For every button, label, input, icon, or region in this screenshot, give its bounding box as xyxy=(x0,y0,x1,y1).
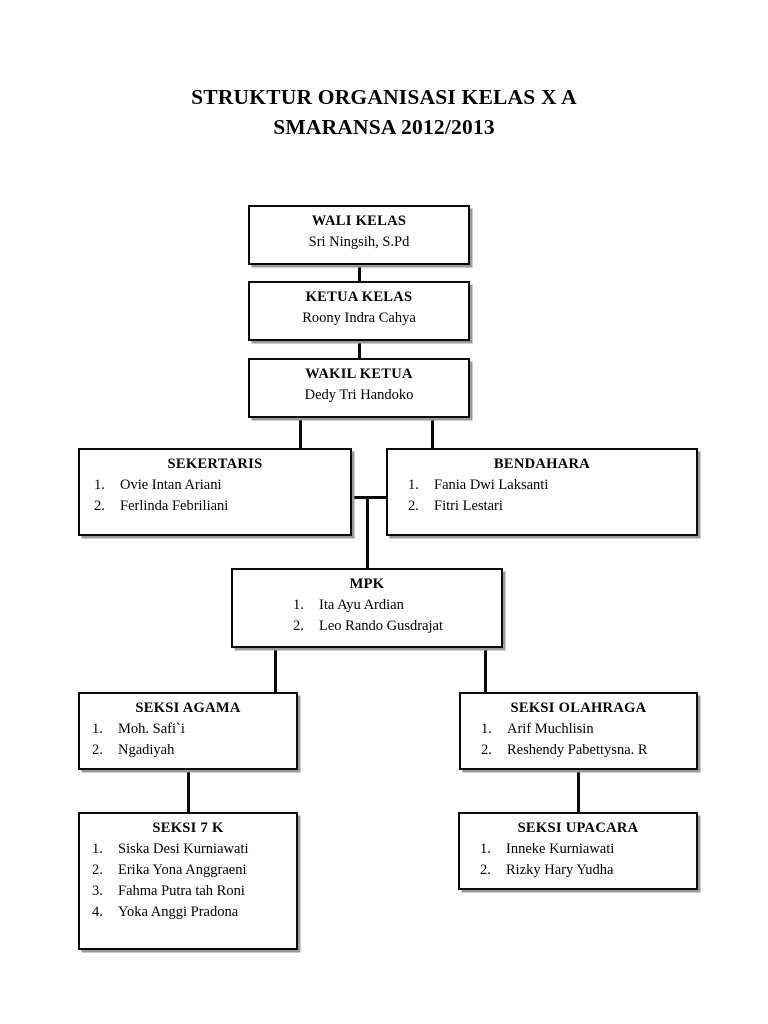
list-item-number: 2. xyxy=(481,742,492,758)
node-bendahara[interactable]: BENDAHARA 1. Fania Dwi Laksanti 2. Fitri… xyxy=(386,448,698,536)
connector-wakil-to-sekertaris xyxy=(299,414,302,448)
list-item-label: Ferlinda Febriliani xyxy=(120,498,229,514)
node-bendahara-member-list: 1. Fania Dwi Laksanti 2. Fitri Lestari xyxy=(388,475,696,517)
list-item-label: Ngadiyah xyxy=(118,742,175,758)
node-seksi-upacara[interactable]: SEKSI UPACARA 1. Inneke Kurniawati 2. Ri… xyxy=(458,812,698,890)
list-item-label: Reshendy Pabettysna. R xyxy=(507,742,648,758)
list-item-label: Arif Muchlisin xyxy=(507,721,594,737)
list-item-number: 3. xyxy=(92,883,103,899)
node-wali-kelas[interactable]: WALI KELAS Sri Ningsih, S.Pd xyxy=(248,205,470,265)
node-seksi-olahraga-title: SEKSI OLAHRAGA xyxy=(510,700,647,716)
connector-bridge-to-mpk xyxy=(366,496,369,568)
list-item-label: Ita Ayu Ardian xyxy=(319,597,404,613)
list-item: 2. Ngadiyah xyxy=(92,740,296,761)
node-wali-kelas-subtitle: Sri Ningsih, S.Pd xyxy=(308,234,410,250)
node-wali-kelas-title: WALI KELAS xyxy=(311,213,407,229)
page-title: STRUKTUR ORGANISASI KELAS X A SMARANSA 2… xyxy=(0,82,768,142)
node-ketua-kelas[interactable]: KETUA KELAS Roony Indra Cahya xyxy=(248,281,470,341)
list-item: 1. Ovie Intan Ariani xyxy=(94,475,350,496)
node-sekertaris[interactable]: SEKERTARIS 1. Ovie Intan Ariani 2. Ferli… xyxy=(78,448,352,536)
node-mpk-title: MPK xyxy=(349,576,385,592)
list-item-number: 2. xyxy=(92,862,103,878)
list-item-label: Moh. Safi`i xyxy=(118,721,185,737)
node-seksi-agama[interactable]: SEKSI AGAMA 1. Moh. Safi`i 2. Ngadiyah xyxy=(78,692,298,770)
connector-sekertaris-bendahara-bridge xyxy=(350,496,388,499)
node-ketua-kelas-subtitle: Roony Indra Cahya xyxy=(302,310,416,326)
list-item-number: 1. xyxy=(480,841,491,857)
list-item-label: Fitri Lestari xyxy=(434,498,503,514)
node-seksi-olahraga[interactable]: SEKSI OLAHRAGA 1. Arif Muchlisin 2. Resh… xyxy=(459,692,698,770)
list-item: 4. Yoka Anggi Pradona xyxy=(92,902,296,923)
list-item-label: Fahma Putra tah Roni xyxy=(118,883,245,899)
connector-olahraga-to-upacara xyxy=(577,768,580,812)
page-title-line-2: SMARANSA 2012/2013 xyxy=(273,115,495,139)
list-item-number: 1. xyxy=(293,597,304,613)
connector-wali-to-ketua xyxy=(358,263,361,286)
list-item: 1. Siska Desi Kurniawati xyxy=(92,839,296,860)
list-item-number: 1. xyxy=(92,721,103,737)
list-item-label: Erika Yona Anggraeni xyxy=(118,862,247,878)
list-item-label: Ovie Intan Ariani xyxy=(120,477,222,493)
list-item-label: Fania Dwi Laksanti xyxy=(434,477,549,493)
node-wakil-ketua-title: WAKIL KETUA xyxy=(305,366,413,382)
list-item-label: Inneke Kurniawati xyxy=(506,841,615,857)
list-item-label: Leo Rando Gusdrajat xyxy=(319,618,444,634)
list-item: 1. Arif Muchlisin xyxy=(481,719,696,740)
list-item: 2. Leo Rando Gusdrajat xyxy=(293,616,501,637)
node-wakil-ketua-subtitle: Dedy Tri Handoko xyxy=(304,387,414,403)
list-item: 2. Fitri Lestari xyxy=(408,496,696,517)
connector-wakil-to-bendahara xyxy=(431,414,434,448)
list-item: 2. Rizky Hary Yudha xyxy=(480,860,696,881)
node-seksi-upacara-member-list: 1. Inneke Kurniawati 2. Rizky Hary Yudha xyxy=(460,839,696,881)
node-seksi-agama-title: SEKSI AGAMA xyxy=(135,700,241,716)
list-item: 1. Ita Ayu Ardian xyxy=(293,595,501,616)
list-item-number: 1. xyxy=(92,841,103,857)
list-item-number: 2. xyxy=(480,862,491,878)
list-item-number: 4. xyxy=(92,904,103,920)
node-seksi-olahraga-member-list: 1. Arif Muchlisin 2. Reshendy Pabettysna… xyxy=(461,719,696,761)
list-item: 3. Fahma Putra tah Roni xyxy=(92,881,296,902)
node-ketua-kelas-title: KETUA KELAS xyxy=(305,289,413,305)
list-item-label: Siska Desi Kurniawati xyxy=(118,841,249,857)
node-seksi-upacara-title: SEKSI UPACARA xyxy=(517,820,639,836)
list-item: 2. Ferlinda Febriliani xyxy=(94,496,350,517)
node-sekertaris-title: SEKERTARIS xyxy=(167,456,263,472)
list-item-number: 2. xyxy=(92,742,103,758)
node-sekertaris-member-list: 1. Ovie Intan Ariani 2. Ferlinda Febrili… xyxy=(80,475,350,517)
list-item: 1. Inneke Kurniawati xyxy=(480,839,696,860)
node-seksi-7k[interactable]: SEKSI 7 K 1. Siska Desi Kurniawati 2. Er… xyxy=(78,812,298,950)
node-seksi-7k-title: SEKSI 7 K xyxy=(152,820,224,836)
list-item: 1. Fania Dwi Laksanti xyxy=(408,475,696,496)
list-item-number: 2. xyxy=(94,498,105,514)
connector-agama-to-seksi-7k xyxy=(187,768,190,812)
list-item-number: 1. xyxy=(481,721,492,737)
list-item-label: Yoka Anggi Pradona xyxy=(118,904,239,920)
node-mpk[interactable]: MPK 1. Ita Ayu Ardian 2. Leo Rando Gusdr… xyxy=(231,568,503,648)
page-title-line-1: STRUKTUR ORGANISASI KELAS X A xyxy=(191,85,577,109)
list-item-number: 1. xyxy=(94,477,105,493)
connector-mpk-to-seksi-olahraga xyxy=(484,646,487,693)
list-item-number: 1. xyxy=(408,477,419,493)
node-seksi-7k-member-list: 1. Siska Desi Kurniawati 2. Erika Yona A… xyxy=(80,839,296,923)
list-item: 1. Moh. Safi`i xyxy=(92,719,296,740)
list-item-number: 2. xyxy=(408,498,419,514)
connector-mpk-to-seksi-agama xyxy=(274,646,277,693)
list-item-label: Rizky Hary Yudha xyxy=(506,862,614,878)
node-bendahara-title: BENDAHARA xyxy=(493,456,591,472)
node-seksi-agama-member-list: 1. Moh. Safi`i 2. Ngadiyah xyxy=(80,719,296,761)
list-item: 2. Erika Yona Anggraeni xyxy=(92,860,296,881)
list-item: 2. Reshendy Pabettysna. R xyxy=(481,740,696,761)
node-mpk-member-list: 1. Ita Ayu Ardian 2. Leo Rando Gusdrajat xyxy=(233,595,501,637)
connector-ketua-to-wakil xyxy=(358,339,361,364)
list-item-number: 2. xyxy=(293,618,304,634)
node-wakil-ketua[interactable]: WAKIL KETUA Dedy Tri Handoko xyxy=(248,358,470,418)
